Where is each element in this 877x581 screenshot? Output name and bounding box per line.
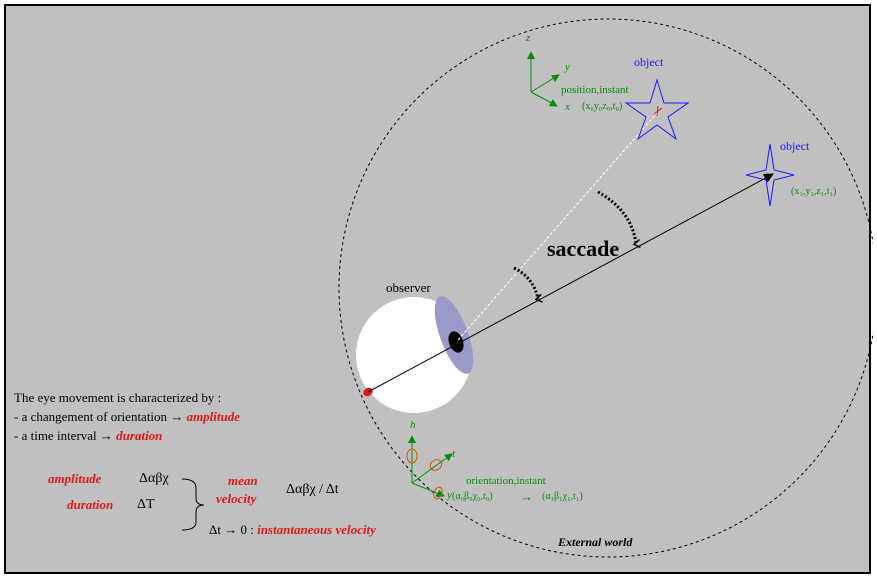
gaze-line-dashed <box>457 112 658 341</box>
limit-prefix: Δt → 0 : <box>209 522 258 537</box>
position-instant-label: position,instant <box>561 84 629 96</box>
velocity-label: velocity <box>216 491 257 506</box>
arrow-symbol: → <box>170 409 184 424</box>
text-line-3: - a time interval → duration <box>14 429 162 442</box>
orientation-axes <box>408 435 453 498</box>
diagram-canvas: object object z y x position,instant (x₀… <box>4 4 873 574</box>
arrow-symbol: → <box>99 428 113 443</box>
object-top-label: object <box>634 55 664 69</box>
limit-line: Δt → 0 : instantaneous velocity <box>209 523 376 536</box>
saccade-arc-outer <box>597 190 641 249</box>
dur-value: ΔT <box>137 497 155 512</box>
orient-from: (α₀β₀χ₀,t₀) <box>452 491 493 502</box>
gaze-line-solid <box>367 173 774 393</box>
instantaneous-velocity-keyword: instantaneous velocity <box>257 522 376 537</box>
object-star-top <box>624 78 690 141</box>
mean-label: mean <box>228 473 258 488</box>
amplitude-keyword: amplitude <box>186 409 241 424</box>
axis-h-label: h <box>410 419 416 431</box>
axis-t-label: t <box>452 448 456 460</box>
text-line-2-prefix: - a changement of orientation <box>14 409 171 424</box>
external-world-circle <box>338 18 873 558</box>
brace <box>181 478 205 531</box>
axis-y-label: y <box>565 61 570 73</box>
orient-to: (α₁β₁χ₁,t₁) <box>542 491 583 502</box>
external-world-label: External world <box>558 535 633 549</box>
rotation-marks <box>406 448 443 500</box>
amp-label: amplitude <box>48 471 102 486</box>
observer-label: observer <box>386 280 431 295</box>
duration-keyword: duration <box>116 428 163 443</box>
text-line-2: - a changement of orientation → amplitud… <box>14 410 240 423</box>
axis-z-label: z <box>526 32 531 44</box>
position-axes <box>527 51 560 107</box>
saccade-arc-inner <box>513 266 543 303</box>
pupil <box>448 331 464 353</box>
orient-arrow: → <box>520 489 533 504</box>
axis-x-label: x <box>565 101 570 113</box>
text-line-1: The eye movement is characterized by : <box>14 390 222 405</box>
ratio-label: Δαβχ / Δt <box>286 482 339 497</box>
amp-value: Δαβχ <box>139 471 169 486</box>
saccade-label: saccade <box>547 236 620 261</box>
coord-right: (x₁,y₁,z₁,t₁) <box>791 186 837 197</box>
axis-y2-label: y <box>447 489 452 501</box>
coord-top: (x₀y₀z₀,t₀) <box>582 101 623 112</box>
diagram-svg <box>181 18 873 558</box>
object-right-label: object <box>780 139 810 153</box>
orientation-instant-label: orientation,instant <box>466 475 546 487</box>
dur-label: duration <box>67 497 114 512</box>
object-star-right <box>745 143 795 207</box>
text-line-3-prefix: - a time interval <box>14 428 100 443</box>
eye <box>356 296 474 413</box>
